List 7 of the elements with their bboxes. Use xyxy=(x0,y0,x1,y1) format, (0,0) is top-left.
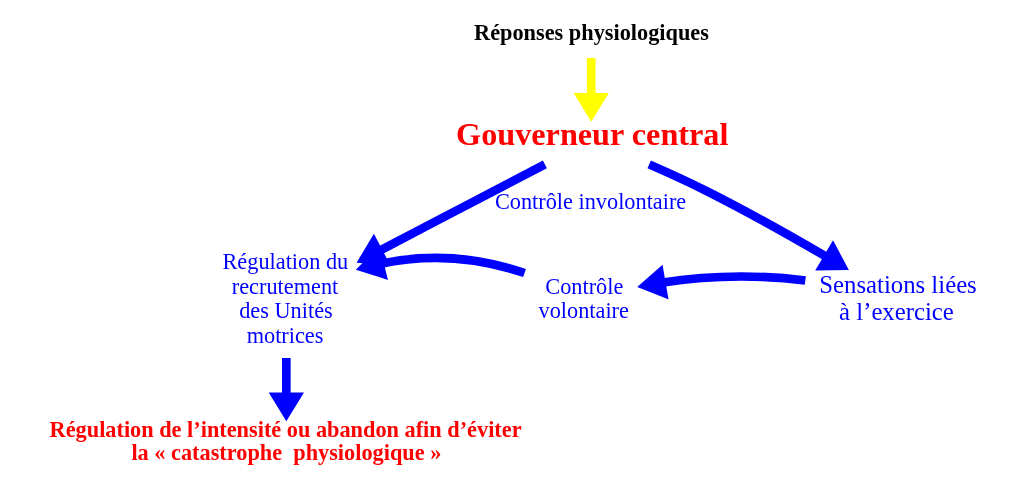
node-text: Gouverneur central xyxy=(456,116,729,153)
node-text: Sensations liées à l’exercice xyxy=(819,271,977,326)
node-text: Régulation de l’intensité ou abandon afin d’éviter la « catastrophe physiologique » xyxy=(49,417,522,465)
node-text: Contrôle volontaire xyxy=(538,273,629,324)
node-text: Réponses physiologiques xyxy=(474,19,709,45)
node-text: Régulation du recrutement des Unités motrices xyxy=(222,248,349,349)
edge-label: Contrôle involontaire xyxy=(494,189,687,215)
